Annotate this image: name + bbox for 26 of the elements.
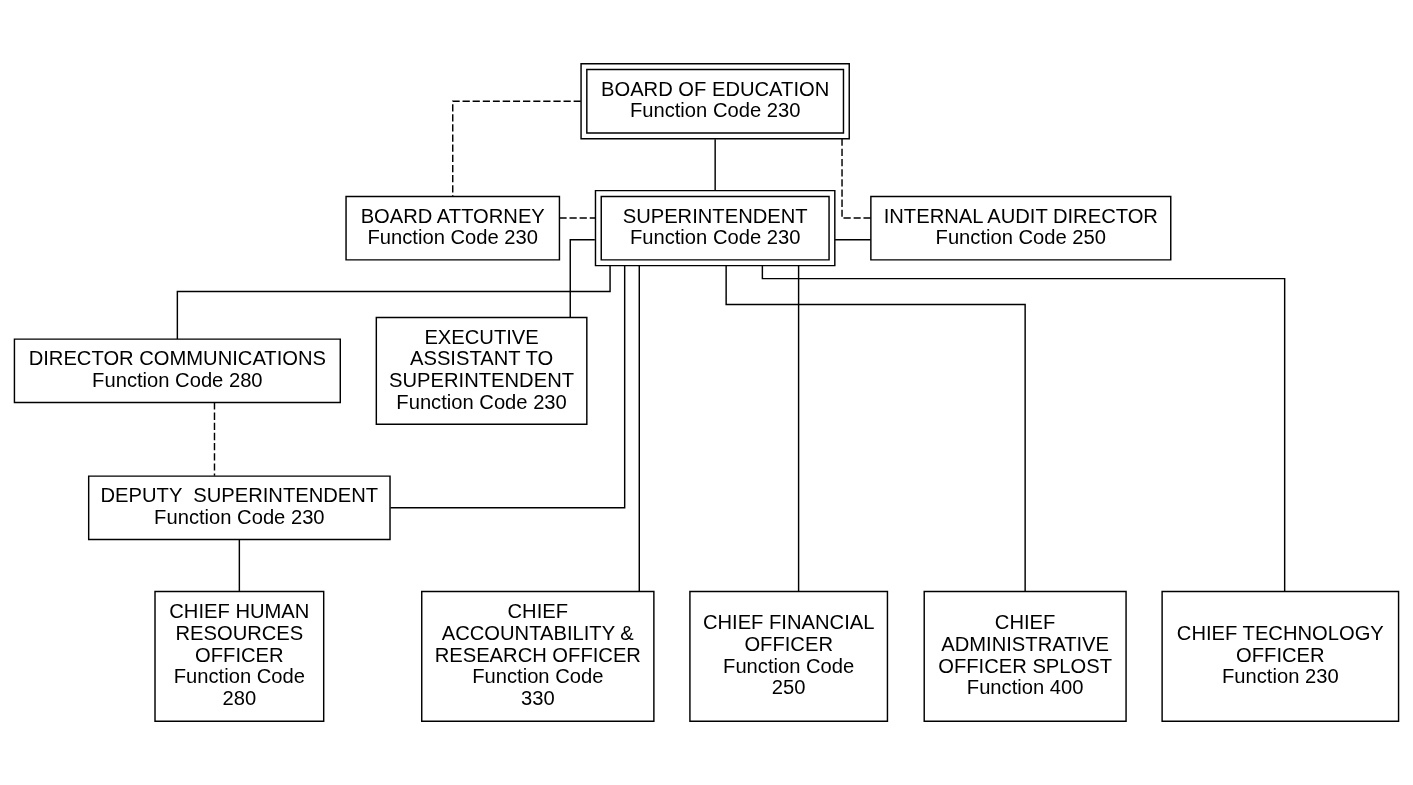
- connector: [797, 265, 800, 593]
- node-box: CHIEF ADMINISTRATIVE OFFICER SPLOST Function 400: [923, 590, 1127, 722]
- connector: [389, 265, 626, 509]
- node-box: DIRECTOR COMMUNICATIONS Function Code 280: [13, 338, 341, 404]
- node-box: INTERNAL AUDIT DIRECTOR Function Code 250: [870, 195, 1172, 261]
- connector: [238, 539, 241, 592]
- node-box: CHIEF TECHNOLOGY OFFICER Function 230: [1161, 590, 1400, 722]
- node-box: EXECUTIVE ASSISTANT TO SUPERINTENDENT Function Code 230: [375, 316, 588, 425]
- connector: [558, 217, 596, 219]
- connector: [638, 265, 640, 593]
- connector: [213, 401, 216, 477]
- connector: [841, 138, 872, 219]
- connector: [452, 100, 582, 197]
- connector: [569, 238, 596, 319]
- node-box: BOARD ATTORNEY Function Code 230: [345, 195, 561, 261]
- connector: [834, 238, 872, 241]
- connector: [176, 265, 611, 340]
- node-box: SUPERINTENDENT Function Code 230: [594, 189, 836, 267]
- node-box: DEPUTY SUPERINTENDENT Function Code 230: [87, 475, 391, 541]
- connector: [714, 138, 716, 192]
- node-box: CHIEF ACCOUNTABILITY & RESEARCH OFFICER Function Code 330: [421, 590, 655, 722]
- node-box: CHIEF HUMAN RESOURCES OFFICER Function Code 280: [154, 590, 325, 722]
- node-box: CHIEF FINANCIAL OFFICER Function Code 250: [689, 590, 889, 722]
- connector: [761, 265, 1286, 593]
- connector: [725, 265, 1026, 593]
- node-box: BOARD OF EDUCATION Function Code 230: [580, 63, 850, 140]
